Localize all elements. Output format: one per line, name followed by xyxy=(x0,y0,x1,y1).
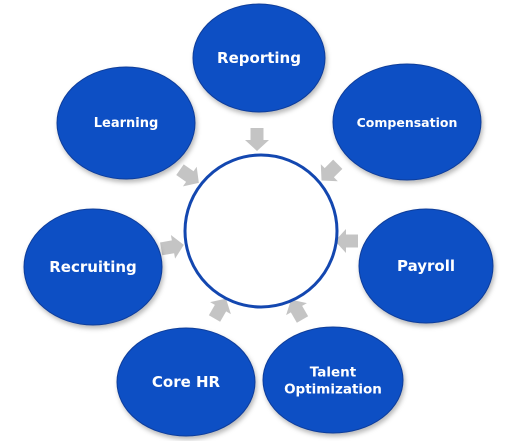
arrow-4 xyxy=(286,299,309,323)
node-label-learning: Learning xyxy=(94,116,159,131)
node-label-recruiting: Recruiting xyxy=(49,258,137,276)
arrow-3 xyxy=(335,229,358,253)
arrow-7 xyxy=(176,164,199,187)
node-label-payroll: Payroll xyxy=(397,257,455,275)
node-reporting: Reporting xyxy=(192,3,326,113)
hub-circle xyxy=(183,153,339,309)
node-recruiting: Recruiting xyxy=(23,208,163,326)
arrow-6 xyxy=(160,235,184,259)
node-core-hr: Core HR xyxy=(116,327,256,437)
node-label-reporting: Reporting xyxy=(217,49,301,67)
node-payroll: Payroll xyxy=(358,208,494,324)
node-label-core-hr: Core HR xyxy=(152,373,221,391)
node-compensation: Compensation xyxy=(332,63,482,181)
node-label-compensation: Compensation xyxy=(357,115,458,130)
arrow-5 xyxy=(208,298,231,322)
arrow-2 xyxy=(320,159,343,182)
arrow-1 xyxy=(245,128,269,151)
arrow-group xyxy=(160,128,358,323)
node-learning: Learning xyxy=(56,66,196,180)
